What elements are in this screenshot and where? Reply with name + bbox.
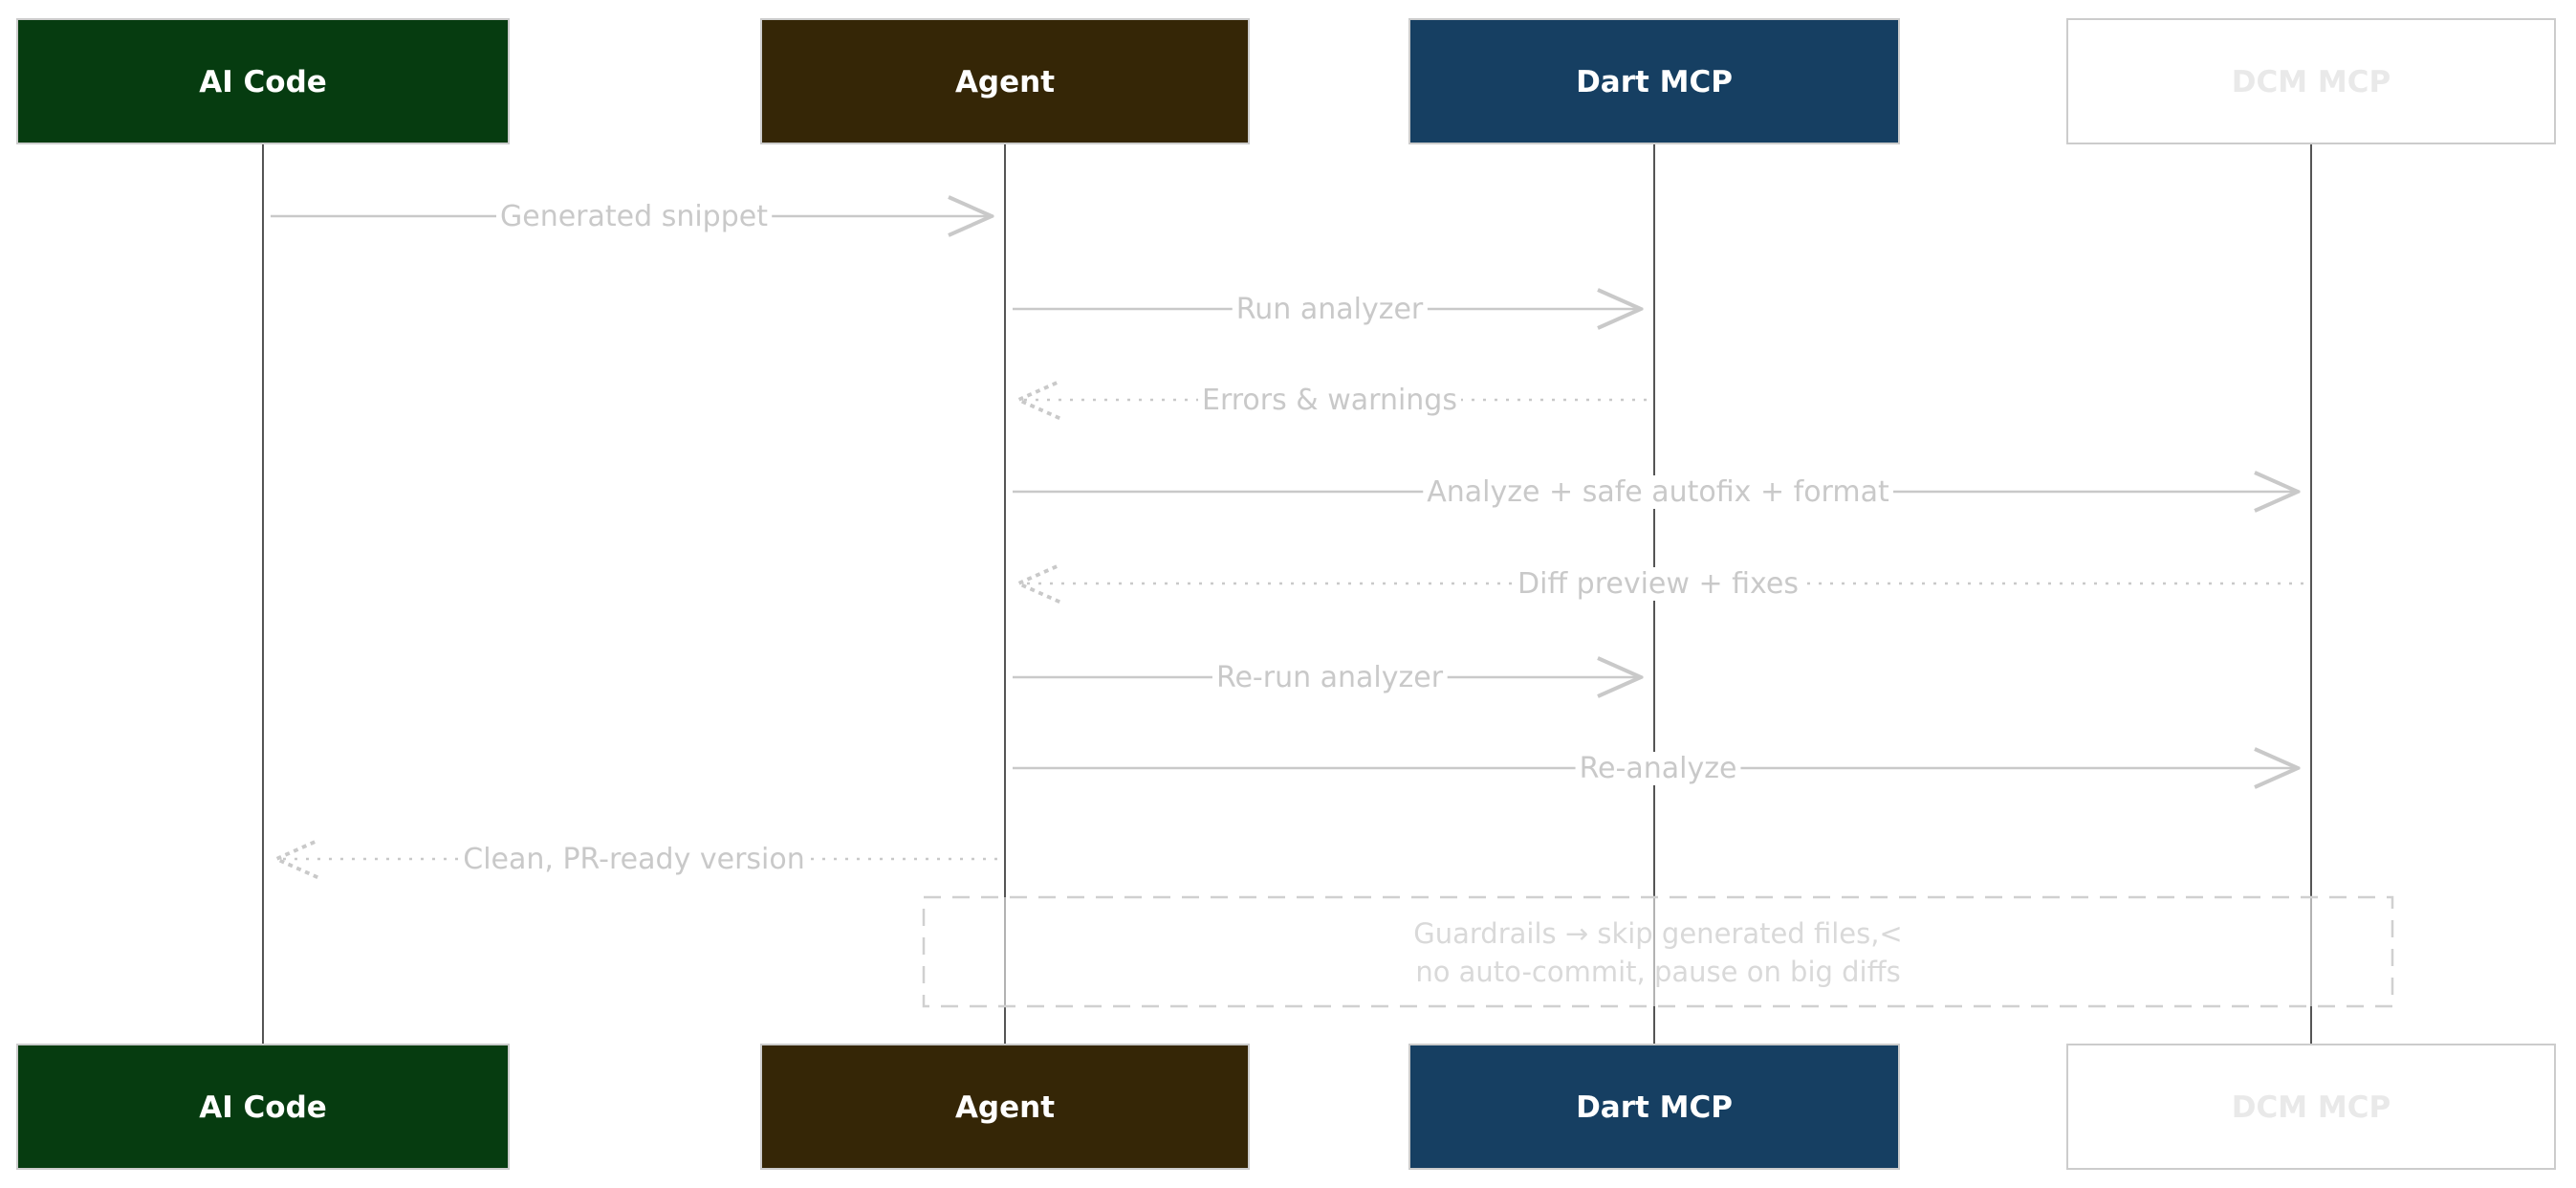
participant-box (1408, 1044, 1900, 1170)
participant-label: AI Code (199, 1090, 327, 1125)
participant-box (2066, 1044, 2556, 1170)
message-5: Diff preview + fixes (1018, 567, 2303, 601)
participant-box (2066, 18, 2556, 144)
message-label: Errors & warnings (1202, 384, 1457, 417)
participant-agent-bottom: Agent (760, 1044, 1250, 1170)
participant-label: Agent (955, 65, 1055, 99)
message-7: Re-analyze (1013, 752, 2298, 785)
message-6: Re-run analyzer (1013, 661, 1641, 694)
message-label: Analyze + safe autofix + format (1427, 475, 1889, 509)
participant-label: DCM MCP (2232, 1090, 2390, 1125)
message-4: Analyze + safe autofix + format (1013, 475, 2298, 509)
note-line-2: no auto-commit, pause on big diffs (1415, 956, 1900, 988)
message-label-bg (1212, 661, 1448, 694)
message-label: Run analyzer (1236, 293, 1424, 326)
message-1: Generated snippet (271, 200, 992, 233)
participant-label: Dart MCP (1576, 1090, 1733, 1125)
message-8: Clean, PR-ready version (276, 843, 997, 876)
participant-label: Dart MCP (1576, 65, 1733, 99)
participant-box (1408, 18, 1900, 144)
note-box (922, 895, 2394, 1008)
note-line-1: Guardrails → skip generated files,< (1413, 917, 1902, 950)
participant-dcm-bottom: DCM MCP (2066, 1044, 2556, 1170)
message-label: Diff preview + fixes (1517, 567, 1799, 601)
participant-ai-bottom: AI Code (16, 1044, 510, 1170)
participant-box (760, 1044, 1250, 1170)
message-label-bg (459, 843, 809, 876)
participant-agent-top: Agent (760, 18, 1250, 144)
participant-label: Agent (955, 1090, 1055, 1125)
message-label-bg (1232, 293, 1428, 326)
message-label: Re-analyze (1580, 752, 1737, 785)
note-layer: Guardrails → skip generated files,< no au… (922, 895, 2394, 1008)
participant-box (16, 18, 510, 144)
participant-dcm-top: DCM MCP (2066, 18, 2556, 144)
message-label: Clean, PR-ready version (463, 843, 804, 876)
message-label-bg (1575, 752, 1741, 785)
message-label: Generated snippet (500, 200, 768, 233)
participant-ai-top: AI Code (16, 18, 510, 144)
participant-dart-top: Dart MCP (1408, 18, 1900, 144)
participant-box (760, 18, 1250, 144)
participant-label: DCM MCP (2232, 65, 2390, 99)
message-3: Errors & warnings (1018, 384, 1647, 417)
participant-box (16, 1044, 510, 1170)
message-label-bg (1423, 475, 1893, 509)
message-label-bg (1514, 567, 1802, 601)
message-label-bg (1198, 384, 1461, 417)
participant-label: AI Code (199, 65, 327, 99)
message-label-bg (496, 200, 773, 233)
participant-dart-bottom: Dart MCP (1408, 1044, 1900, 1170)
message-2: Run analyzer (1013, 293, 1641, 326)
message-label: Re-run analyzer (1216, 661, 1444, 694)
